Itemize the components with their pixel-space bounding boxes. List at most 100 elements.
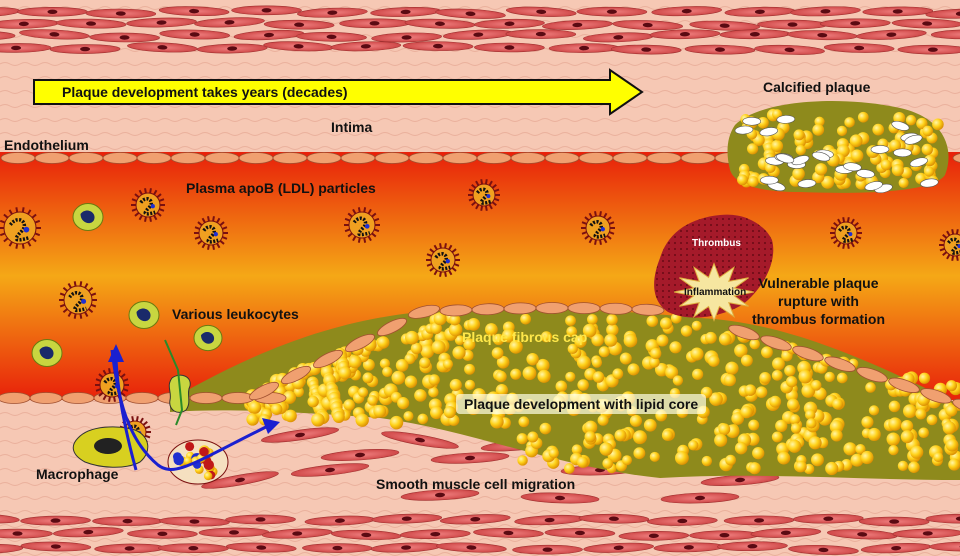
lipid-droplet — [669, 341, 682, 354]
smooth-muscle-cell — [787, 30, 858, 41]
lipid-droplet — [576, 355, 591, 370]
ldl-spike — [144, 216, 147, 222]
smooth-muscle-nucleus — [927, 47, 938, 52]
ldl-spike — [439, 243, 442, 249]
smooth-muscle-nucleus — [892, 9, 903, 14]
smooth-muscle-cell — [159, 29, 230, 40]
endothelial-cell — [272, 152, 308, 164]
lipid-droplet — [431, 340, 446, 355]
lipid-droplet — [945, 438, 959, 452]
macrophage-label: Macrophage — [36, 466, 119, 482]
leukocyte-nucleus — [201, 331, 215, 344]
lipid-droplet — [496, 355, 510, 369]
smooth-muscle-nucleus — [189, 519, 200, 524]
ldl-blue-dot — [23, 226, 30, 233]
lipid-droplet — [591, 357, 603, 368]
smooth-muscle-cell — [231, 5, 302, 16]
calcium-crystal — [734, 125, 754, 135]
lipid-droplet — [576, 456, 589, 468]
vulnerable-plaque-label: Vulnerable plaque rupture with thrombus … — [752, 275, 885, 327]
lipid-droplet — [433, 312, 447, 326]
endothelial-cell — [238, 152, 274, 164]
ldl-spike — [201, 242, 206, 249]
ldl-particle — [194, 216, 228, 250]
calcium-crystal — [811, 151, 831, 162]
ldl-spike — [120, 391, 126, 397]
ldl-spike — [451, 248, 457, 254]
ldl-spike — [216, 242, 221, 249]
ldl-spike — [939, 238, 946, 243]
smooth-muscle-cell — [0, 43, 52, 53]
smooth-muscle-nucleus — [886, 32, 897, 37]
smooth-muscle-nucleus — [754, 9, 765, 14]
smooth-muscle-nucleus — [504, 21, 515, 26]
ldl-spike — [212, 216, 215, 222]
lipid-droplet — [495, 370, 507, 383]
calcium-crystal — [797, 179, 817, 188]
ldl-spike — [73, 313, 77, 319]
smooth-muscle-cell — [660, 492, 740, 504]
lipid-droplet — [811, 453, 824, 467]
lipid-droplet — [755, 386, 768, 398]
apob-strand — [589, 220, 606, 239]
ldl-spike — [946, 230, 951, 236]
ldl-blue-dot — [150, 204, 155, 209]
lipid-droplet — [775, 419, 788, 432]
lipid-droplet — [946, 380, 958, 392]
timeline-label: Plaque development takes years (decades) — [62, 84, 348, 100]
smooth-muscle-cell — [17, 6, 88, 17]
ldl-spike — [373, 228, 380, 233]
lipid-droplet — [752, 447, 765, 460]
ldl-spike — [21, 207, 25, 213]
endothelial-cell — [136, 152, 172, 164]
ldl-spike — [842, 217, 846, 223]
lipid-droplet — [918, 372, 931, 384]
smooth-muscle-cell — [320, 449, 400, 461]
ldl-particle — [830, 217, 862, 249]
ldl-spike — [352, 208, 357, 215]
ldl-spike — [102, 369, 107, 376]
smooth-muscle-nucleus — [641, 47, 652, 52]
lipid-droplet — [539, 422, 552, 435]
ldl-blue-dot — [848, 232, 853, 237]
ldl-spike — [15, 243, 19, 249]
ldl-spike — [426, 263, 433, 267]
leukocyte-cell — [128, 301, 160, 329]
ldl-spike — [837, 242, 842, 248]
lipid-droplet — [293, 386, 304, 398]
lipid-droplet — [463, 338, 476, 351]
lipid-droplet — [829, 419, 844, 434]
endothelium-bottom — [0, 302, 960, 415]
smooth-muscle-cell — [473, 528, 544, 538]
lipid-droplet — [373, 404, 387, 418]
smooth-muscle-nucleus — [430, 531, 441, 537]
smooth-muscle-nucleus — [889, 519, 900, 524]
lipid-droplet — [518, 416, 530, 428]
calcium-crystal — [759, 127, 778, 137]
endothelial-cell — [680, 152, 716, 164]
lipid-droplet — [395, 359, 409, 372]
smooth-muscle-cell — [402, 41, 474, 51]
ldl-spike — [347, 232, 353, 238]
lipid-droplet — [246, 413, 259, 426]
ldl-spike — [855, 226, 862, 231]
smooth-muscle-cell — [233, 29, 305, 41]
smooth-muscle-cell — [339, 18, 410, 29]
ldl-spike — [34, 219, 41, 224]
endothelial-cell — [68, 152, 104, 164]
smooth-muscle-cell — [750, 527, 822, 538]
lipid-droplet — [900, 419, 914, 433]
ldl-spike — [429, 266, 435, 272]
smooth-muscle-nucleus — [292, 531, 303, 536]
lipid-droplet — [602, 458, 613, 469]
smooth-muscle-nucleus — [606, 9, 617, 14]
smooth-muscle-nucleus — [294, 22, 305, 27]
lipid-droplet — [548, 448, 559, 459]
foam-cell-droplet — [185, 441, 195, 452]
endothelial-cell — [544, 152, 580, 164]
smooth-muscle-cell — [297, 7, 368, 18]
ldl-spike — [88, 308, 94, 313]
ldl-particle — [59, 281, 97, 319]
lipid-droplet — [428, 374, 440, 386]
apob-strand — [352, 216, 371, 237]
